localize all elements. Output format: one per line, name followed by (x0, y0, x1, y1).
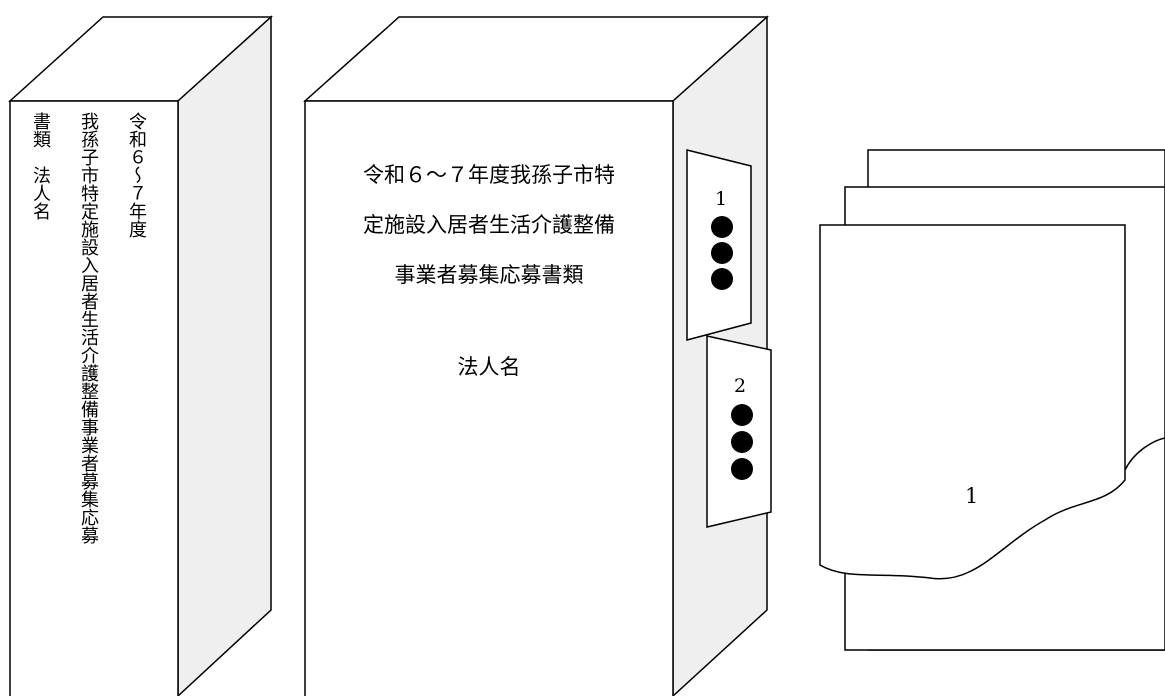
front-binder-front-face (304, 100, 674, 696)
tab-1-dot-1 (711, 216, 733, 238)
spine-front-face (9, 100, 179, 696)
spine-side-face (177, 15, 272, 696)
tab-1-number: 1 (715, 188, 728, 210)
spine-binder (8, 15, 273, 696)
front-binder (303, 15, 769, 696)
spine-text-column-2: 我孫子市特定施設入居者生活介護整備事業者募集応募 (78, 112, 99, 544)
spine-text-column-1: 令和６～７年度 (126, 112, 147, 238)
spine-text-column-3: 書類 法人名 (30, 112, 51, 220)
tab-1-dot-2 (711, 242, 733, 264)
front-title-line-1: 令和６～７年度我孫子市特 (363, 163, 615, 187)
tab-2-dot-1 (731, 404, 753, 426)
front-corporation-label: 法人名 (457, 355, 521, 379)
page-front (819, 224, 1126, 580)
front-title-line-3: 事業者募集応募書類 (394, 263, 584, 287)
tab-1-dot-3 (711, 268, 733, 290)
tab-2-number: 2 (734, 375, 747, 397)
front-title-line-2: 定施設入居者生活介護整備 (363, 213, 615, 237)
tab-2-dot-3 (731, 458, 753, 480)
page-middle-curl (1124, 437, 1165, 471)
front-page-number: 1 (965, 484, 979, 508)
tab-2-dot-2 (731, 431, 753, 453)
